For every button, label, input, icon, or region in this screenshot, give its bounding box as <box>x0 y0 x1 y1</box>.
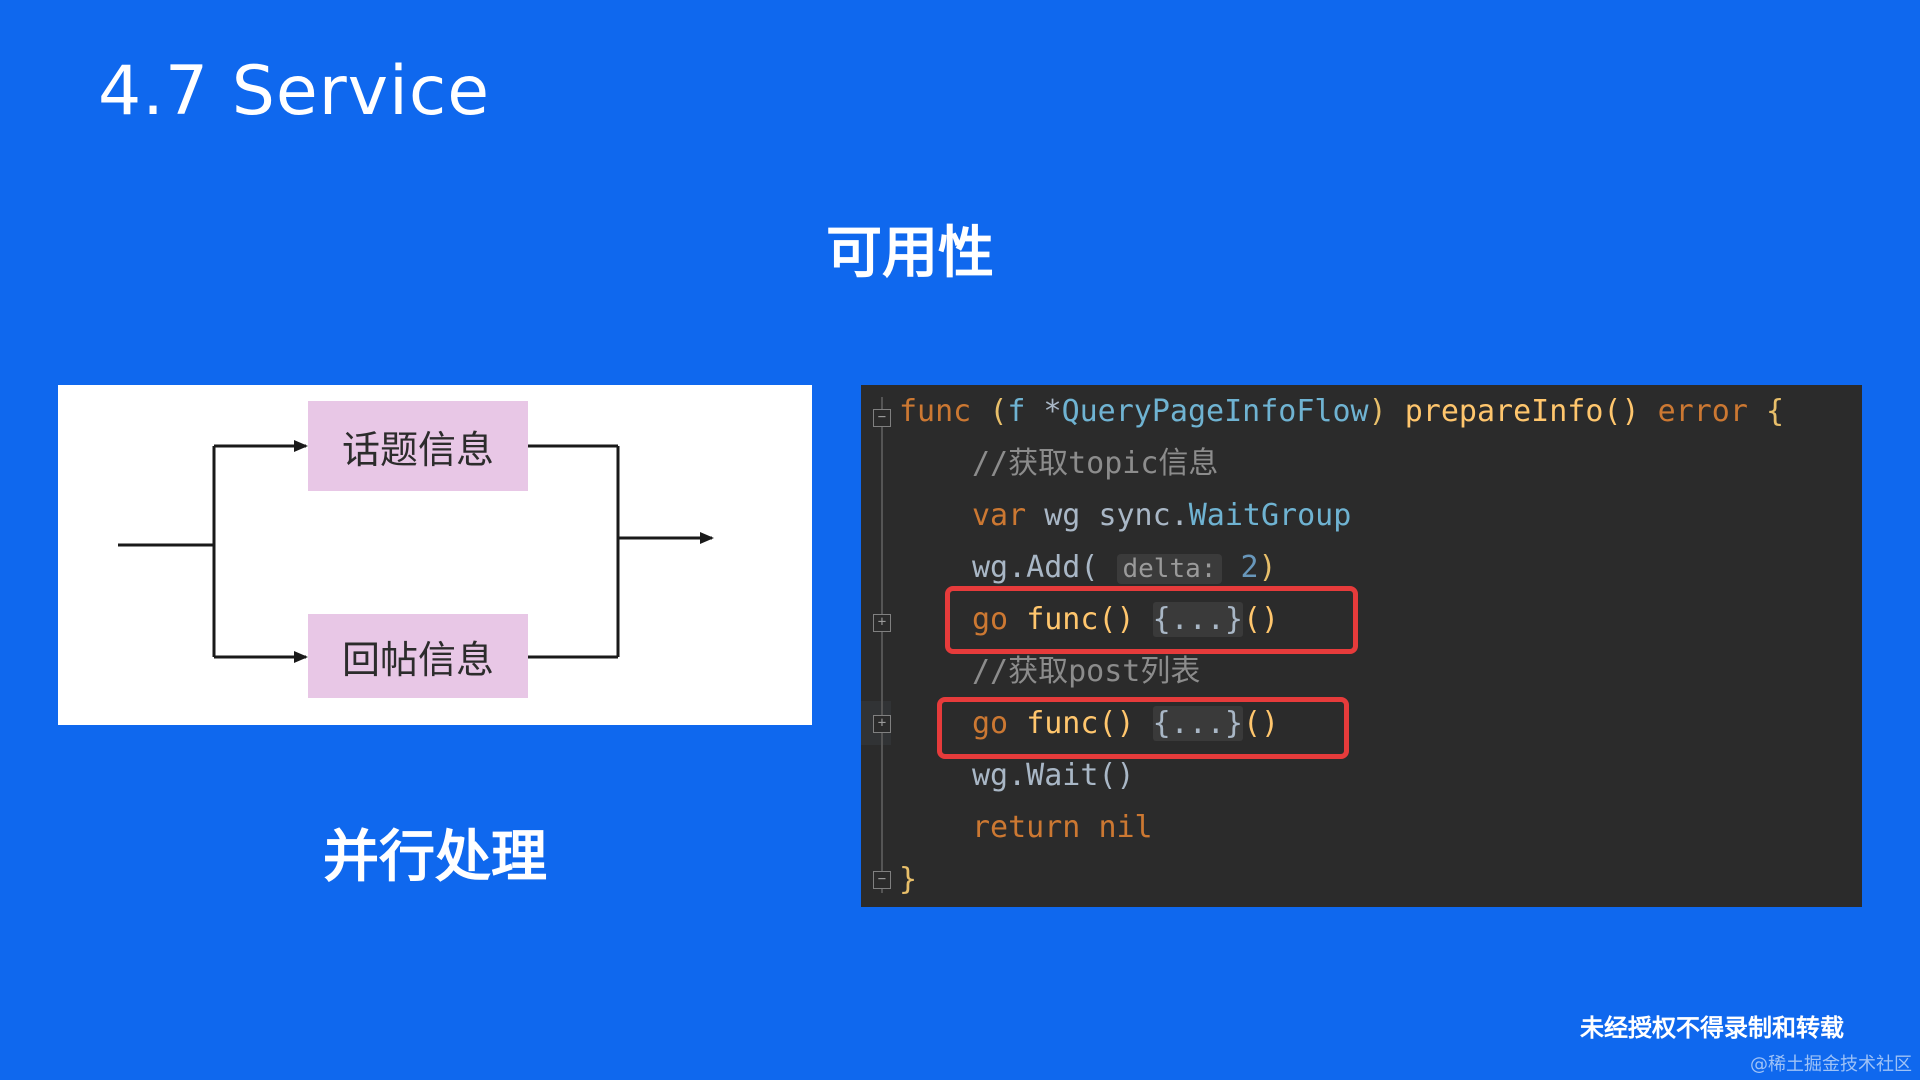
call: wg.Wait() <box>972 758 1135 793</box>
credit-text: @稀土掘金技术社区 <box>1750 1054 1912 1075</box>
keyword: var <box>972 498 1027 533</box>
package: sync. <box>1098 498 1189 533</box>
highlight-box-post <box>937 697 1349 759</box>
type-name: QueryPageInfoFlow <box>1061 394 1369 429</box>
keyword: return <box>972 810 1081 845</box>
code-editor: − + + − func (f *QueryPageInfoFlow) prep… <box>861 385 1862 907</box>
keyword: go <box>972 706 1009 741</box>
receiver: f <box>1007 394 1026 429</box>
closing-brace: } <box>899 862 918 897</box>
call: wg.Add( <box>972 550 1099 585</box>
func-literal: func() <box>1026 602 1135 637</box>
func-literal: func() <box>1026 706 1135 741</box>
code-line-7: go func() {...}() <box>972 704 1279 744</box>
type-name: WaitGroup <box>1188 498 1352 533</box>
paren: ) <box>1368 394 1387 429</box>
pointer: * <box>1043 394 1062 429</box>
reply-info-box: 回帖信息 <box>308 614 528 698</box>
diagram-connectors <box>118 440 714 663</box>
parallel-diagram: 话题信息 回帖信息 <box>58 385 812 725</box>
paren: ( <box>989 394 1008 429</box>
highlight-box-topic <box>945 586 1358 654</box>
copyright-notice: 未经授权不得录制和转载 <box>1580 1014 1844 1042</box>
topic-info-box: 话题信息 <box>308 401 528 491</box>
return-type: error <box>1657 394 1748 429</box>
fold-expand-icon[interactable]: + <box>873 614 891 632</box>
code-line-8: wg.Wait() <box>972 756 1135 796</box>
number: 2 <box>1240 550 1259 585</box>
code-comment-topic: //获取topic信息 <box>972 446 1219 481</box>
brace: { <box>1765 394 1785 429</box>
folded-code[interactable]: {...} <box>1152 706 1243 741</box>
keyword: go <box>972 602 1009 637</box>
call: () <box>1242 706 1280 741</box>
paren: ) <box>1258 550 1277 585</box>
slide-title: 4.7 Service <box>98 52 491 131</box>
section-heading: 可用性 <box>826 221 994 286</box>
code-line-3: var wg sync.WaitGroup <box>972 496 1351 536</box>
call: () <box>1242 602 1280 637</box>
diagram-caption: 并行处理 <box>323 825 547 890</box>
gutter-fold-line <box>881 397 883 893</box>
param-hint: delta: <box>1116 554 1223 584</box>
code-line-1: func (f *QueryPageInfoFlow) prepareInfo(… <box>899 392 1784 432</box>
code-line-9: return nil <box>972 808 1153 848</box>
folded-code[interactable]: {...} <box>1152 602 1243 637</box>
fold-collapse-icon[interactable]: − <box>873 409 891 427</box>
identifier: wg <box>1044 498 1081 533</box>
fold-collapse-icon[interactable]: − <box>873 871 891 889</box>
code-line-5: go func() {...}() <box>972 600 1279 640</box>
fold-expand-icon[interactable]: + <box>873 715 891 733</box>
keyword: func <box>899 394 972 429</box>
code-comment-post: //获取post列表 <box>972 654 1201 689</box>
code-line-4: wg.Add( delta: 2) <box>972 548 1277 588</box>
value: nil <box>1098 810 1153 845</box>
function-name: prepareInfo() <box>1404 394 1640 429</box>
